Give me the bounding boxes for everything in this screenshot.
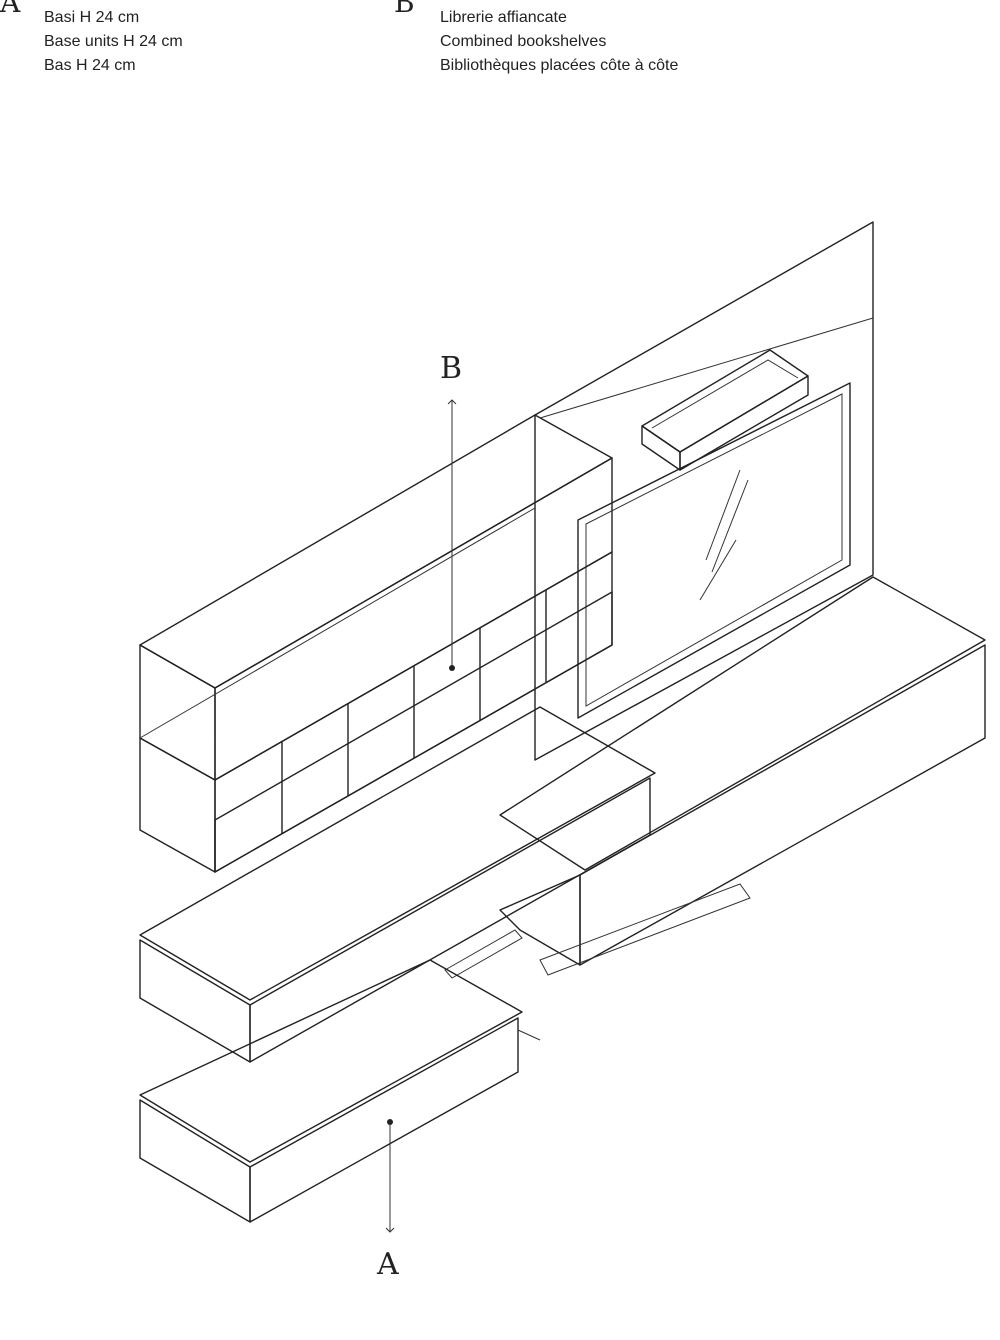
callout-b-letter: B — [440, 351, 462, 386]
callout-b-dot — [449, 665, 455, 671]
caption-a-line-fr: Bas H 24 cm — [44, 57, 136, 74]
callout-a-dot — [387, 1119, 393, 1125]
bookshelf-back-edge — [139, 507, 536, 739]
base-middle-front — [249, 777, 651, 1063]
tray-inner-edge — [651, 359, 799, 429]
base-unit-right — [499, 576, 986, 976]
bookshelf-top — [139, 414, 613, 689]
base-unit-middle — [139, 706, 656, 1063]
base-a-front — [249, 1017, 519, 1223]
wall-panel-joint — [539, 317, 874, 419]
bookshelf-left-lower — [139, 737, 216, 873]
base-right-top — [499, 576, 986, 871]
base-right-front — [579, 644, 986, 966]
callout-a: A — [376, 1119, 399, 1282]
floor-plinth-middle — [444, 929, 523, 979]
tv-screen — [577, 382, 851, 719]
bookshelf-unit-b — [139, 414, 613, 873]
base-middle-side — [139, 939, 251, 1063]
tray-front — [679, 375, 809, 471]
tv-frame-outer — [577, 382, 851, 719]
base-a-side — [139, 1099, 251, 1223]
tv-glare-2 — [711, 479, 749, 573]
base-a-edge — [517, 1029, 541, 1041]
caption-b-line-it: Librerie affiancate — [440, 9, 567, 26]
caption-a-letter: A — [0, 0, 21, 19]
tray-top — [641, 349, 809, 453]
base-right-shadow — [499, 874, 581, 966]
caption-a-line-en: Base units H 24 cm — [44, 33, 183, 50]
caption-b-line-fr: Bibliothèques placées côte à côte — [440, 57, 679, 74]
wall-tray-shelf — [641, 349, 809, 471]
tv-glare-1 — [705, 469, 741, 561]
caption-a: Basi H 24 cm Base units H 24 cm Bas H 24… — [44, 6, 183, 78]
caption-b-letter: B — [394, 0, 415, 19]
base-middle-top — [139, 706, 656, 1001]
callout-a-letter: A — [376, 1247, 399, 1282]
caption-b-line-en: Combined bookshelves — [440, 33, 607, 50]
wall-panel-face — [534, 221, 874, 761]
caption-a-line-it: Basi H 24 cm — [44, 9, 140, 26]
caption-b: Librerie affiancate Combined bookshelves… — [440, 6, 678, 78]
base-unit-a — [139, 959, 541, 1223]
tv-frame-inner — [585, 393, 843, 707]
floor-plinth-right — [539, 883, 751, 976]
tray-end — [641, 425, 681, 471]
wall-panel — [534, 221, 874, 761]
callout-b: B — [440, 351, 462, 671]
tv-glare-3 — [699, 539, 737, 601]
base-a-top — [139, 959, 523, 1163]
